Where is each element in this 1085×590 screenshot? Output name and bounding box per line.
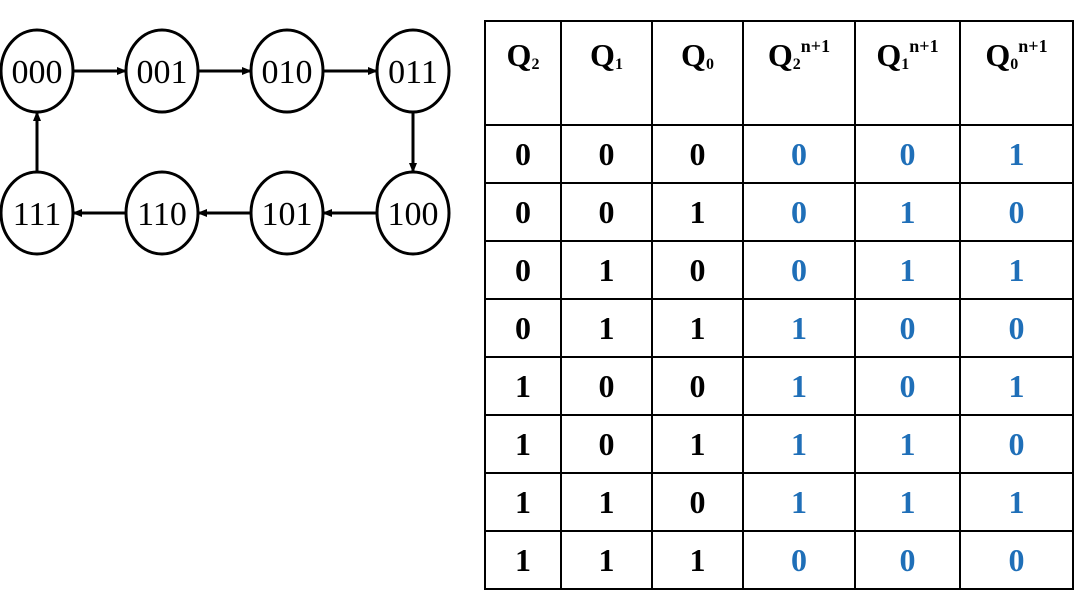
header-q2-next: Q2n+1 (742, 20, 856, 126)
cell-q2: 1 (484, 472, 562, 532)
state-ellipse (124, 28, 200, 114)
state-diagram: 000 001 010 011 100 101 110 111 (0, 28, 451, 256)
state-ellipse (375, 28, 451, 114)
cell-q1-next: 0 (854, 124, 961, 184)
state-label: 010 (262, 54, 313, 91)
cell-q2: 0 (484, 182, 562, 242)
state-node: 000 (0, 28, 75, 114)
cell-q2-next: 0 (742, 530, 856, 590)
cell-q0-next: 0 (959, 414, 1074, 474)
cell-q1: 0 (560, 414, 653, 474)
cell-q0-next: 0 (959, 182, 1074, 242)
transitions (33, 67, 417, 217)
cell-q1-next: 1 (854, 472, 961, 532)
cell-q2-next: 0 (742, 124, 856, 184)
state-node: 100 (375, 170, 451, 256)
cell-q1-next: 1 (854, 182, 961, 242)
cell-q2: 0 (484, 124, 562, 184)
state-label: 101 (262, 196, 313, 233)
state-ellipse (249, 28, 325, 114)
header-q2: Q2 (484, 20, 562, 126)
cell-q0-next: 1 (959, 472, 1074, 532)
states: 000 001 010 011 100 101 110 111 (0, 28, 451, 256)
cell-q1-next: 1 (854, 240, 961, 300)
state-label: 111 (13, 196, 61, 233)
cell-q1: 1 (560, 472, 653, 532)
state-ellipse (124, 170, 200, 256)
cell-q1: 1 (560, 240, 653, 300)
header-q0: Q0 (651, 20, 744, 126)
cell-q0: 0 (651, 472, 744, 532)
cell-q1-next: 0 (854, 298, 961, 358)
cell-q0-next: 0 (959, 298, 1074, 358)
cell-q0: 1 (651, 414, 744, 474)
cell-q0-next: 1 (959, 124, 1074, 184)
state-label: 000 (12, 54, 63, 91)
state-label: 100 (388, 196, 439, 233)
cell-q1-next: 0 (854, 356, 961, 416)
state-label: 001 (137, 54, 188, 91)
header-q1-next: Q1n+1 (854, 20, 961, 126)
cell-q2: 0 (484, 240, 562, 300)
header-q0-next: Q0n+1 (959, 20, 1074, 126)
cell-q0: 1 (651, 182, 744, 242)
cell-q2-next: 1 (742, 472, 856, 532)
cell-q1: 0 (560, 182, 653, 242)
cell-q2: 0 (484, 298, 562, 358)
table-header-row: Q2 Q1 Q0 Q2n+1 Q1n+1 Q0n+1 (484, 20, 1074, 126)
cell-q2-next: 1 (742, 356, 856, 416)
cell-q0: 0 (651, 124, 744, 184)
cell-q1-next: 0 (854, 530, 961, 590)
cell-q0: 0 (651, 240, 744, 300)
cell-q2: 1 (484, 530, 562, 590)
cell-q1: 0 (560, 356, 653, 416)
state-ellipse (0, 28, 75, 114)
cell-q1: 0 (560, 124, 653, 184)
cell-q2-next: 1 (742, 414, 856, 474)
state-label: 011 (388, 54, 438, 91)
state-node: 011 (375, 28, 451, 114)
state-ellipse (0, 170, 75, 256)
cell-q0: 1 (651, 530, 744, 590)
cell-q0-next: 0 (959, 530, 1074, 590)
state-label: 110 (137, 196, 187, 233)
state-node: 010 (249, 28, 325, 114)
cell-q1: 1 (560, 298, 653, 358)
cell-q2-next: 0 (742, 240, 856, 300)
cell-q2-next: 1 (742, 298, 856, 358)
cell-q0-next: 1 (959, 240, 1074, 300)
cell-q0: 0 (651, 356, 744, 416)
cell-q0-next: 1 (959, 356, 1074, 416)
state-node: 001 (124, 28, 200, 114)
state-node: 110 (124, 170, 200, 256)
cell-q1: 1 (560, 530, 653, 590)
cell-q0: 1 (651, 298, 744, 358)
cell-q2: 1 (484, 414, 562, 474)
state-node: 111 (0, 170, 75, 256)
cell-q2: 1 (484, 356, 562, 416)
cell-q2-next: 0 (742, 182, 856, 242)
state-ellipse (375, 170, 451, 256)
state-ellipse (249, 170, 325, 256)
header-q1: Q1 (560, 20, 653, 126)
state-node: 101 (249, 170, 325, 256)
cell-q1-next: 1 (854, 414, 961, 474)
